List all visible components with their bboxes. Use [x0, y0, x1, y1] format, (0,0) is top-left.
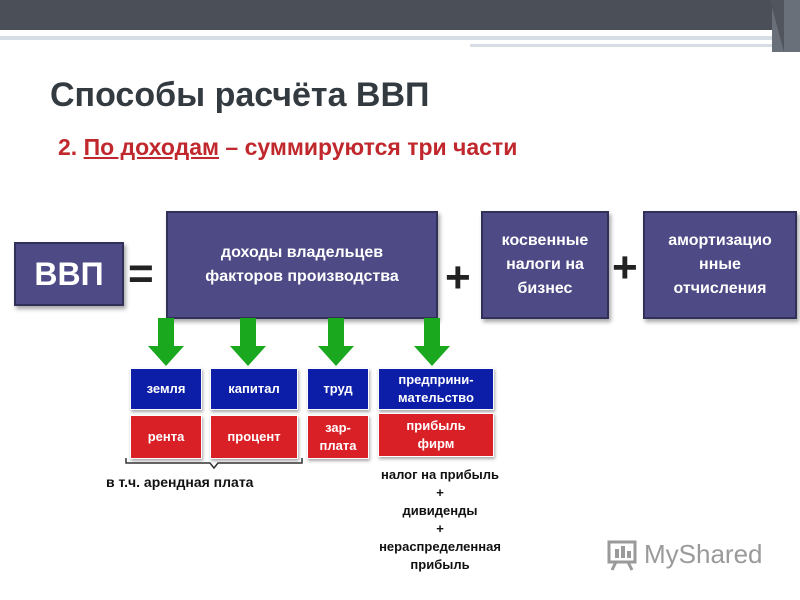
factor-labor: труд	[307, 368, 369, 410]
bracket-icon	[125, 458, 303, 470]
myshared-logo-icon	[607, 540, 637, 571]
myshared-watermark: MyShared	[606, 537, 763, 571]
subtitle-method: По доходам	[83, 134, 219, 160]
slide-top-line-secondary	[470, 44, 800, 47]
down-arrow-icon	[230, 318, 266, 366]
down-arrow-icon	[148, 318, 184, 366]
slide-top-bar	[0, 0, 800, 30]
watermark-text: MyShared	[644, 538, 763, 569]
subtitle-number: 2.	[58, 134, 78, 160]
income-rent: рента	[130, 415, 202, 459]
income-wages: зар-плата	[307, 415, 369, 459]
profit-retained: нераспределенная прибыль	[379, 539, 501, 572]
income-profit: прибыль фирм	[378, 413, 494, 457]
gdp-box: ВВП	[14, 242, 124, 306]
slide-title: Способы расчёта ВВП	[50, 76, 430, 114]
equals-sign: =	[128, 249, 154, 298]
subtitle-rest: – суммируются три части	[225, 134, 518, 160]
profit-dividends: дивиденды	[402, 503, 478, 518]
plus-1: +	[436, 485, 444, 500]
down-arrow-icon	[318, 318, 354, 366]
income-interest: процент	[210, 415, 298, 459]
slide-corner-fold	[770, 0, 784, 52]
rent-note: в т.ч. арендная плата	[106, 474, 254, 490]
depreciation-box: амортизацио нные отчисления	[643, 211, 797, 319]
slide-top-line	[0, 36, 800, 40]
down-arrow-icon	[414, 318, 450, 366]
factor-entrepreneurship: предприни-мательство	[378, 368, 494, 410]
factor-land: земля	[130, 368, 202, 410]
profit-tax: налог на прибыль	[381, 467, 499, 482]
owners-income-box: доходы владельцев факторов производства	[166, 211, 438, 319]
slide-subtitle: 2. По доходам – суммируются три части	[58, 134, 517, 161]
indirect-taxes-box: косвенные налоги на бизнес	[481, 211, 609, 319]
plus-sign-1: +	[445, 253, 471, 302]
factor-capital: капитал	[210, 368, 298, 410]
plus-2: +	[436, 521, 444, 536]
profit-breakdown: налог на прибыль + дивиденды + нераспред…	[360, 466, 520, 574]
plus-sign-2: +	[612, 243, 638, 292]
